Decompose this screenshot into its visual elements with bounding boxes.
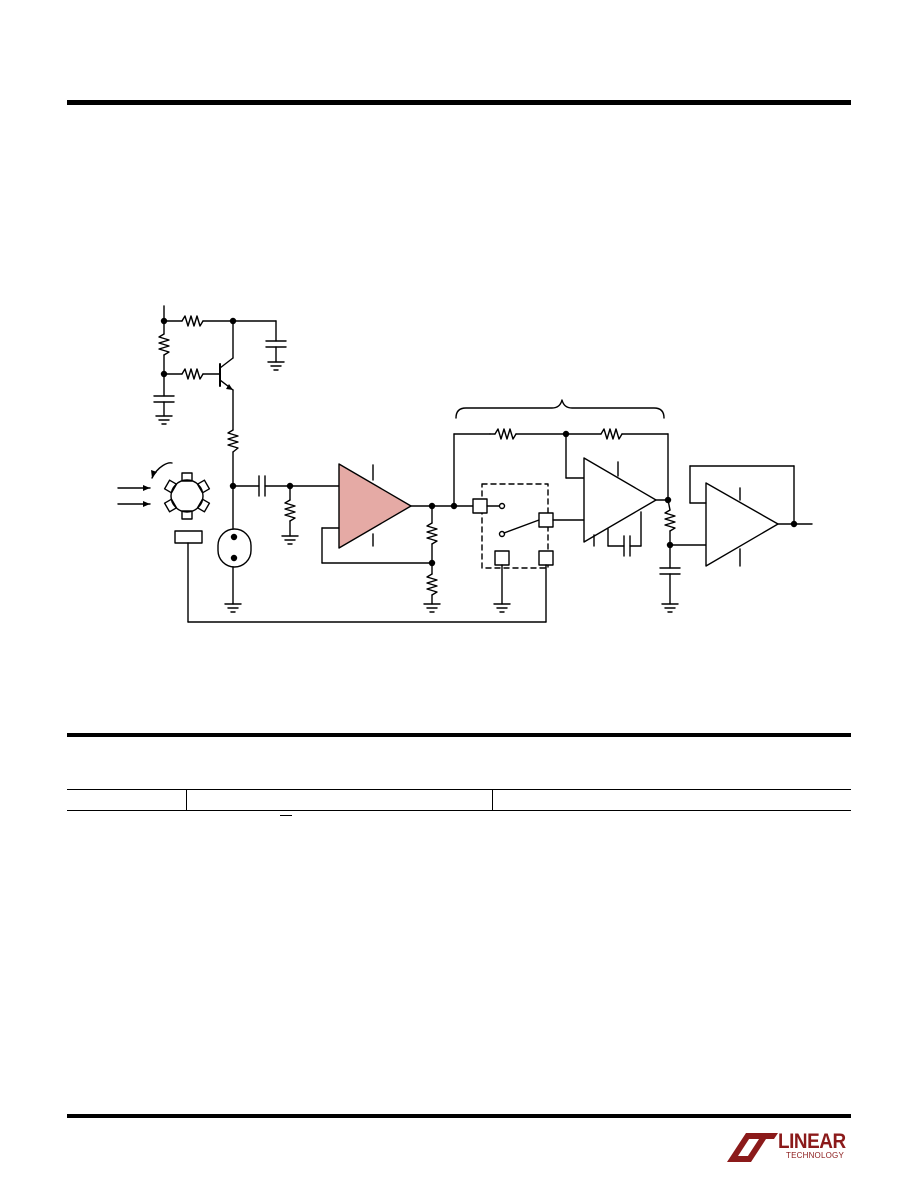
demodulator-amplifier — [489, 428, 707, 613]
resistor — [181, 368, 204, 380]
resistor — [664, 509, 676, 532]
related-parts-table — [67, 789, 851, 811]
logo-mark-icon — [727, 1133, 778, 1162]
resistor — [227, 429, 239, 453]
table-row — [67, 789, 851, 811]
switch — [450, 433, 585, 623]
table-cell — [185, 789, 492, 811]
preamplifier — [321, 463, 481, 613]
bottom-rule — [67, 1114, 851, 1118]
resistor — [181, 315, 204, 327]
table-cell — [67, 789, 186, 811]
resistor — [600, 428, 623, 440]
logo-wordmark: LINEAR — [778, 1130, 846, 1153]
resistor — [284, 499, 296, 522]
resistor — [426, 573, 438, 596]
chopper-wheel — [117, 462, 547, 623]
section-rule — [67, 733, 851, 737]
bias-network — [153, 305, 287, 487]
overbar-mark — [280, 815, 292, 816]
logo-subword: TECHNOLOGY — [786, 1151, 845, 1160]
company-logo: LINEAR TECHNOLOGY — [724, 1130, 854, 1164]
output-buffer — [689, 465, 813, 567]
top-rule — [67, 100, 851, 105]
detector — [217, 475, 340, 613]
resistor — [158, 333, 170, 356]
resistor — [494, 428, 517, 440]
table-cell — [491, 789, 851, 811]
resistor — [426, 522, 438, 545]
section-brace — [455, 399, 665, 419]
